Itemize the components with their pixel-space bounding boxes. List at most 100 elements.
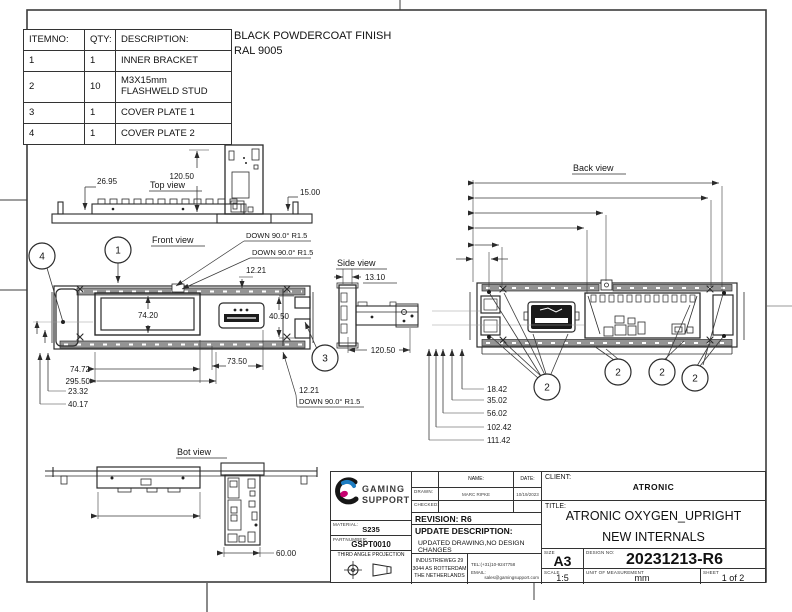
finish-note-line1: BLACK POWDERCOAT FINISH [234,30,392,42]
view-front-dims: 74.20 40.50 12.21 DOWN 90.0° R1.5 DOWN 9… [33,231,364,409]
address-line1: INDUSTRIEWEG 29 [415,558,464,564]
dim-74-72: 74.72 [70,365,91,374]
client-cell: CLIENT: ATRONIC [542,472,765,501]
revision-text: REVISION: R6 [415,514,472,524]
dim-102-42: 102.42 [487,423,512,432]
view-back-label: Back view [573,163,614,173]
bend-note-1: DOWN 90.0° R1.5 [246,231,307,240]
row2-desc: M3X15mm FLASHWELD STUD [115,72,227,102]
update-label: UPDATE DESCRIPTION: [415,526,513,536]
svg-text:3: 3 [322,354,328,365]
update-text-cell: UPDATED DRAWING,NO DESIGN CHANGES [412,537,542,554]
date-header: DATE: [520,476,535,482]
tel-value: (+31)10-9247758 [480,562,516,567]
view-bot: Bot view [45,447,318,546]
unit-cell: UNIT OF MEASUREMENT mm [584,569,701,584]
drawn-label-cell: DRAWN: [412,488,439,501]
material-value: S235 [362,525,380,534]
view-top-label: Top view [150,180,186,190]
finish-note: BLACK POWDERCOAT FINISH RAL 9005 [234,29,391,59]
scale-value: 1:5 [556,573,569,583]
view-top: Top view [51,144,313,224]
bend-note-2: DOWN 90.0° R1.5 [252,248,313,257]
client-label: CLIENT: [545,474,572,481]
balloon-1: 1 [104,236,132,283]
dim-40-17: 40.17 [68,400,89,409]
tel-label: TEL: [471,562,481,567]
svg-text:2: 2 [615,368,621,379]
dim-35-02: 35.02 [487,396,508,405]
drawn-date-cell: 10/19/2023 [514,488,542,501]
dim-12-21-top: 12.21 [246,266,267,275]
title-cell: TITLE: ATRONIC OXYGEN_UPRIGHT NEW INTERN… [542,501,765,549]
company-logo-cell: GAMING SUPPORT [331,472,412,521]
material-cell: MATERIAL: S235 [331,521,412,536]
contact-cell: TEL: (+31)10-9247758 EMAIL: sales@gaming… [468,554,542,584]
design-no-value: 20231213-R6 [626,551,723,568]
dim-13-10: 13.10 [365,273,386,282]
partnumber-value: GSPT0010 [351,540,391,549]
svg-text:4: 4 [39,252,45,263]
col-itemno: ITEMNO: [29,33,69,45]
row4-item: 4 [29,127,35,139]
dim-12-21-bottom: 12.21 [299,386,320,395]
third-angle-projection-icon [344,561,392,579]
row1-desc: INNER BRACKET [115,51,227,71]
svg-text:2: 2 [659,368,665,379]
partnumber-cell: PARTNUMBER: GSPT0010 [331,536,412,551]
view-back: Back view [469,163,745,355]
title-label: TITLE: [545,503,567,510]
update-label-cell: UPDATE DESCRIPTION: [412,525,542,537]
row4-desc: COVER PLATE 2 [115,124,227,144]
row4-qty: 1 [84,124,115,144]
date-header-cell: DATE: [514,472,542,488]
checked-label: CHECKED: [414,502,439,507]
dim-73-50: 73.50 [227,357,248,366]
row3-item: 3 [29,106,35,118]
dim-23-32: 23.32 [68,387,89,396]
table-row: 3 1 COVER PLATE 1 [24,102,231,123]
row2-qty: 10 [84,72,115,102]
scale-cell: SCALE 1:5 [542,569,584,584]
balloon-3: 3 [304,321,339,372]
material-label: MATERIAL: [333,522,359,527]
update-text: UPDATED DRAWING,NO DESIGN CHANGES [418,540,525,554]
checked-label-cell: CHECKED: [412,501,439,513]
address-cell: INDUSTRIEWEG 29 3044 AS ROTTERDAM THE NE… [412,554,468,584]
svg-text:2: 2 [692,374,698,385]
svg-text:2: 2 [544,383,550,394]
view-back-dims: 18.42 35.02 56.02 102.42 111.42 [426,180,723,445]
design-no-label: DESIGN NO: [586,550,615,555]
sheet-value: 1 of 2 [721,573,745,583]
address-line2: 3044 AS ROTTERDAM [412,565,467,572]
drawn-name: MARC RIPKE [461,492,490,497]
view-side: Side view [336,258,419,349]
dim-15-00: 15.00 [300,188,321,197]
col-qty: QTY: [84,30,115,50]
dim-295-50: 295.50 [66,377,91,386]
row3-qty: 1 [84,103,115,123]
row1-qty: 1 [84,51,115,71]
size-label: SIZE [544,550,555,555]
dim-56-02: 56.02 [487,409,508,418]
view-bot-label: Bot view [177,447,212,457]
partnumber-label: PARTNUMBER: [333,537,368,542]
address-line3: THE NETHERLANDS [414,573,465,580]
name-header-cell: NAME: [439,472,514,488]
header-blank-cell [412,472,439,488]
size-cell: SIZE A3 [542,549,584,569]
drawn-label: DRAWN: [414,489,434,494]
scale-label: SCALE [544,570,560,575]
balloon-2-group: 2 2 2 2 [489,292,724,401]
projection-cell: THIRD ANGLE PROJECTION [331,551,412,584]
stud-marks-front [76,285,291,341]
table-row: 2 10 M3X15mm FLASHWELD STUD [24,71,231,102]
sheet-cell: SHEET 1 of 2 [701,569,765,584]
row2-item: 2 [29,80,35,92]
dim-40-50: 40.50 [269,312,290,321]
parts-table: ITEMNO: QTY: DESCRIPTION: 1 1 INNER BRAC… [23,29,232,145]
drawing-title-line2: NEW INTERNALS [602,530,705,544]
dim-120-50-top: 120.50 [170,172,195,181]
col-description: DESCRIPTION: [115,30,227,50]
sheet-label: SHEET [703,570,720,575]
